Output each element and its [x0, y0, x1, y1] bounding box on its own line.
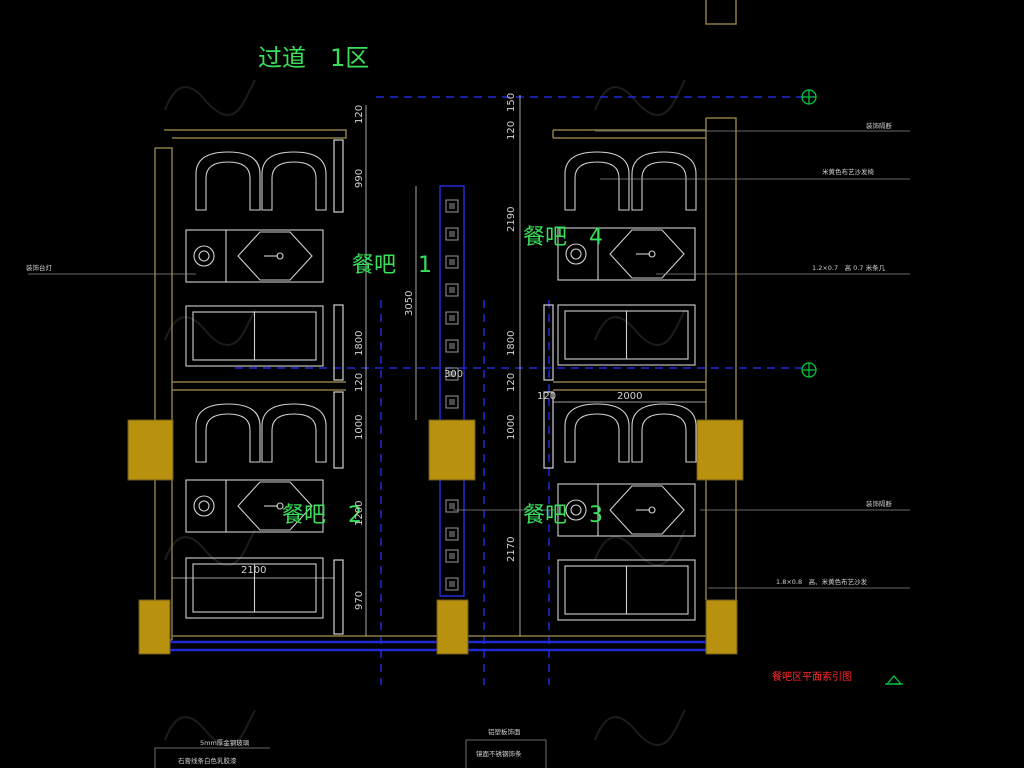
column-right-bottom — [705, 599, 738, 655]
tile-9 — [445, 527, 459, 541]
annotation-lamp: 装饰台灯 — [26, 263, 53, 272]
armchair-z3-b — [631, 403, 697, 463]
dim-1000-right: 1000 — [506, 415, 517, 440]
tile-11 — [445, 577, 459, 591]
tile-3 — [445, 283, 459, 297]
tile-5 — [445, 339, 459, 353]
bottom-leader-boxes — [154, 739, 547, 768]
annotation-glass: 5mm厚金钢玻璃 — [200, 738, 250, 747]
zone-label-3: 餐吧 3 — [523, 503, 603, 528]
armchair-z1-a — [195, 151, 261, 211]
zone-label-1: 餐吧 1 — [352, 253, 432, 278]
annotations: 装饰台灯 装饰隔断 米黄色布艺沙发椅 1.2×0.7 高 0.7 米条几 装饰隔… — [26, 121, 893, 765]
armchair-z2-a — [195, 403, 261, 463]
page-title: 过道 1区 — [258, 44, 369, 72]
axis-marker-top — [801, 89, 817, 105]
column-right-mid — [696, 419, 744, 481]
column-left-bottom — [138, 599, 171, 655]
dim-labels-right: 150 120 2190 1800 120 1000 2170 — [506, 93, 517, 562]
dim-120-mid-left: 120 — [354, 373, 365, 392]
table-z4 — [557, 227, 696, 281]
index-marker-icon — [885, 675, 903, 685]
tile-7 — [445, 395, 459, 409]
partitions — [333, 139, 554, 635]
dim-120-mid-right: 120 — [506, 373, 517, 392]
structural-columns — [127, 419, 744, 655]
annotation-partition-top: 装饰隔断 — [866, 121, 893, 130]
dim-2000: 2000 — [617, 391, 642, 402]
dim-970: 970 — [354, 591, 365, 610]
annotation-table: 1.2×0.7 高 0.7 米条几 — [812, 263, 886, 272]
column-center-bottom — [436, 599, 469, 655]
tile-4 — [445, 311, 459, 325]
zone-label-2: 餐吧 2 — [282, 503, 362, 528]
central-tile-strip — [445, 199, 459, 591]
dim-120-top-right: 120 — [506, 121, 517, 140]
dim-1800-left: 1800 — [354, 331, 365, 356]
zone-label-4: 餐吧 4 — [523, 225, 603, 250]
armchair-z4-b — [631, 151, 697, 211]
armchair-z2-b — [261, 403, 327, 463]
tile-0 — [445, 199, 459, 213]
index-title: 餐吧区平面索引图 — [772, 670, 852, 683]
dim-150: 150 — [506, 93, 517, 112]
dim-1800-right: 1800 — [506, 331, 517, 356]
furniture — [185, 151, 697, 621]
annotation-partition-mid: 装饰隔断 — [866, 499, 893, 508]
column-left-mid — [127, 419, 174, 481]
dim-300: 300 — [444, 369, 463, 380]
armchair-z3-a — [564, 403, 630, 463]
dim-120-horizontal: 120 — [537, 391, 556, 402]
sofa-z2 — [185, 557, 324, 619]
sofa-z3 — [557, 559, 696, 621]
dim-1000-left: 1000 — [354, 415, 365, 440]
tile-8 — [445, 499, 459, 513]
watermark-pattern — [164, 79, 686, 746]
dim-2190: 2190 — [506, 207, 517, 232]
sofa-z1 — [185, 305, 324, 367]
tile-1 — [445, 227, 459, 241]
table-z3 — [557, 483, 696, 537]
column-center-mid — [428, 419, 476, 481]
dim-1200: 1200 — [354, 501, 365, 526]
dim-120-top-left: 120 — [354, 105, 365, 124]
leader-lines — [28, 130, 910, 589]
armchair-z4-a — [564, 151, 630, 211]
annotation-steel: 镜面不锈钢饰条 — [476, 749, 522, 758]
top-stub — [705, 0, 737, 25]
dim-990: 990 — [354, 169, 365, 188]
dimension-lines — [172, 95, 706, 636]
annotation-plaster: 石膏线条白色乳胶漆 — [178, 756, 237, 765]
dim-3050: 3050 — [404, 291, 415, 316]
tile-2 — [445, 255, 459, 269]
table-z2 — [185, 479, 324, 533]
sofa-z4 — [557, 304, 696, 366]
annotation-sofa: 1.8×0.8 高、米黄色布艺沙发 — [776, 577, 868, 586]
dim-2170: 2170 — [506, 537, 517, 562]
annotation-panel: 铝塑板饰面 — [488, 727, 521, 736]
table-z1 — [185, 229, 324, 283]
dim-labels-left: 120 990 1800 120 1000 1200 970 3050 — [354, 105, 415, 610]
dim-2100: 2100 — [241, 565, 266, 576]
tile-10 — [445, 549, 459, 563]
tile-6 — [445, 367, 459, 381]
armchair-z1-b — [261, 151, 327, 211]
walls — [154, 117, 737, 641]
annotation-sofa-chair: 米黄色布艺沙发椅 — [822, 167, 875, 176]
axis-marker-mid — [801, 362, 817, 378]
